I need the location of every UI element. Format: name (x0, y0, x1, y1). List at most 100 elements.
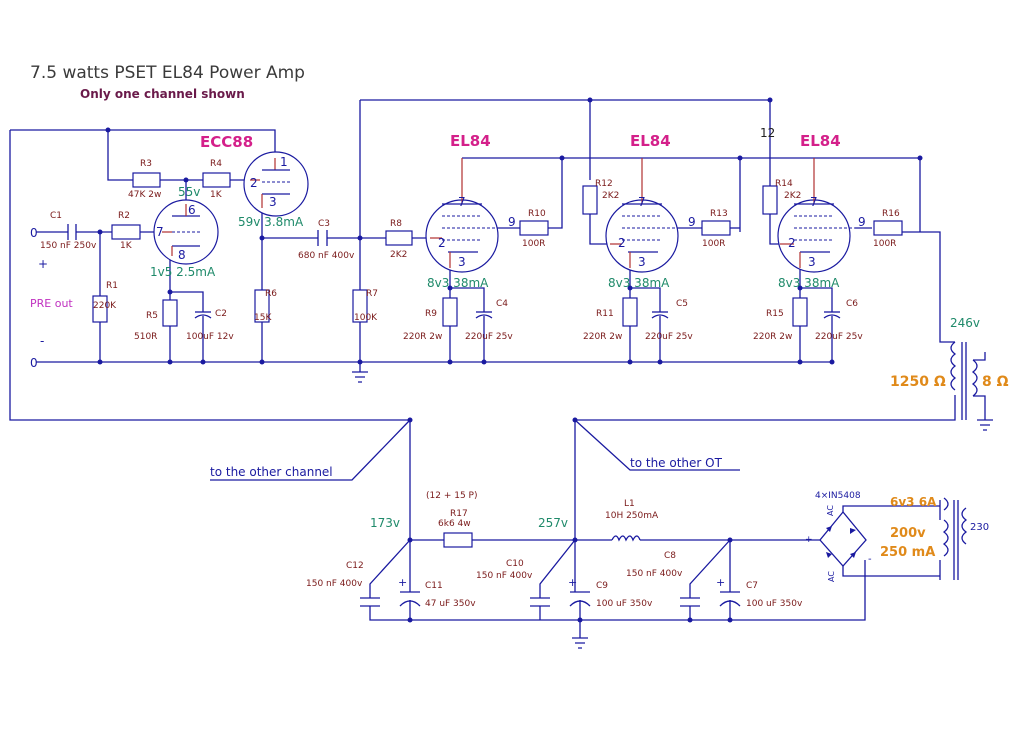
input-zero-bottom: 0 (30, 356, 38, 370)
svg-text:150 nF 400v: 150 nF 400v (626, 569, 683, 579)
svg-text:220R 2w: 220R 2w (583, 332, 622, 342)
svg-text:150 nF 400v: 150 nF 400v (476, 571, 533, 581)
svg-text:9: 9 (858, 215, 866, 229)
tube-name-el84-3: EL84 (800, 132, 841, 150)
svg-text:100uF 12v: 100uF 12v (186, 332, 234, 342)
ecc88-upper-operating-point: 59v 3.8mA (238, 215, 304, 229)
svg-text:220uF 25v: 220uF 25v (815, 332, 863, 342)
svg-text:100 uF 350v: 100 uF 350v (596, 599, 653, 609)
capacitor-c6: C6 220uF 25v (815, 298, 863, 342)
bridge-diodes-label: 4×IN5408 (815, 491, 861, 501)
resistor-r15: R15 220R 2w (753, 297, 808, 342)
svg-text:2: 2 (788, 236, 796, 250)
resistor-r12: R12 2K2 (582, 179, 619, 215)
primary-impedance: 1250 Ω (890, 374, 946, 390)
svg-text:2: 2 (250, 176, 258, 190)
capacitor-c12: C12 150 nF 400v (306, 561, 380, 610)
svg-text:AC: AC (827, 571, 836, 582)
svg-text:100K: 100K (354, 313, 378, 323)
svg-text:R17: R17 (450, 509, 468, 519)
svg-text:220uF 25v: 220uF 25v (645, 332, 693, 342)
ground-symbol (352, 371, 368, 383)
input-label: PRE out (30, 297, 73, 310)
svg-text:R2: R2 (118, 211, 130, 221)
mains-transformer (939, 497, 968, 580)
svg-text:L1: L1 (624, 499, 635, 509)
resistor-r14: R14 2K2 (762, 179, 801, 215)
ecc88-lower-operating-point: 1v5 2.5mA (150, 265, 216, 279)
tube-el84-2: 7 9 2 3 (605, 158, 696, 273)
input-zero-top: 0 (30, 226, 38, 240)
svg-text:+: + (716, 576, 725, 589)
page-title: 7.5 watts PSET EL84 Power Amp (30, 63, 305, 83)
svg-text:C12: C12 (346, 561, 364, 571)
svg-text:3: 3 (638, 255, 646, 269)
svg-text:R15: R15 (766, 309, 784, 319)
hv-winding-current: 250 mA (880, 545, 935, 560)
svg-text:7: 7 (156, 225, 164, 239)
svg-text:C11: C11 (425, 581, 443, 591)
ecc88-top-voltage: 55v (178, 185, 200, 199)
svg-text:7: 7 (458, 195, 466, 209)
b-plus-voltage: 246v (950, 316, 980, 330)
svg-text:100R: 100R (702, 239, 725, 249)
svg-text:C3: C3 (318, 219, 330, 229)
svg-text:C8: C8 (664, 551, 676, 561)
resistor-r13: R13 100R (701, 209, 731, 249)
svg-text:R6: R6 (265, 289, 277, 299)
svg-text:2K2: 2K2 (390, 250, 407, 260)
svg-text:+: + (568, 576, 577, 589)
bridge-rectifier: AC AC + - (805, 505, 872, 582)
note-other-ot: to the other OT (630, 456, 723, 470)
capacitor-c3: C3 680 nF 400v (298, 219, 355, 261)
svg-text:R13: R13 (710, 209, 728, 219)
svg-text:C9: C9 (596, 581, 608, 591)
node-label-12: 12 (760, 126, 775, 140)
svg-text:150 nF 250v: 150 nF 250v (40, 241, 97, 251)
inductor-l1: L1 10H 250mA (605, 499, 659, 542)
output-transformer (950, 341, 986, 420)
svg-text:R11: R11 (596, 309, 614, 319)
svg-text:10H 250mA: 10H 250mA (605, 511, 659, 521)
svg-text:2K2: 2K2 (784, 191, 801, 201)
svg-text:C6: C6 (846, 299, 858, 309)
svg-text:6k6 4w: 6k6 4w (438, 519, 471, 529)
svg-text:220uF 25v: 220uF 25v (465, 332, 513, 342)
svg-text:1: 1 (280, 155, 288, 169)
resistor-r16: R16 100R (873, 209, 903, 249)
svg-text:+: + (805, 535, 813, 545)
resistor-r10: R10 100R (519, 209, 549, 249)
svg-text:220R 2w: 220R 2w (403, 332, 442, 342)
svg-text:15K: 15K (254, 313, 272, 323)
psu-cap-plus-signs: + + + (398, 576, 725, 589)
svg-text:2K2: 2K2 (602, 191, 619, 201)
capacitor-c8: C8 150 nF 400v (626, 551, 700, 610)
svg-text:R3: R3 (140, 159, 152, 169)
svg-text:C7: C7 (746, 581, 758, 591)
resistor-r7: R7 100K (352, 289, 378, 323)
ground-symbol (572, 637, 588, 649)
svg-text:220K: 220K (93, 301, 117, 311)
resistor-r1: R1 220K (92, 281, 118, 323)
capacitor-c11: C11 47 uF 350v (399, 581, 476, 610)
capacitor-c5: C5 220uF 25v (645, 298, 693, 342)
svg-text:680 nF 400v: 680 nF 400v (298, 251, 355, 261)
el84-3-operating-point: 8v3 38mA (778, 276, 840, 290)
capacitor-c2: C2 100uF 12v (186, 300, 234, 342)
el84-2-operating-point: 8v3 38mA (608, 276, 670, 290)
tube-ecc88-upper: 1 2 3 (243, 151, 309, 217)
resistor-r4: R4 1K (202, 159, 231, 200)
svg-text:1K: 1K (120, 241, 133, 251)
note-other-channel: to the other channel (210, 465, 333, 479)
svg-text:AC: AC (826, 505, 835, 516)
secondary-impedance: 8 Ω (982, 374, 1009, 390)
svg-text:R14: R14 (775, 179, 793, 189)
svg-text:9: 9 (688, 215, 696, 229)
tube-ecc88-lower: 6 7 8 (153, 199, 219, 265)
svg-text:R9: R9 (425, 309, 437, 319)
tube-el84-3: 7 9 2 3 (777, 158, 866, 273)
psu-voltage-173: 173v (370, 516, 400, 530)
tube-name-el84-1: EL84 (450, 132, 491, 150)
capacitor-c7: C7 100 uF 350v (719, 581, 803, 610)
svg-text:C4: C4 (496, 299, 508, 309)
